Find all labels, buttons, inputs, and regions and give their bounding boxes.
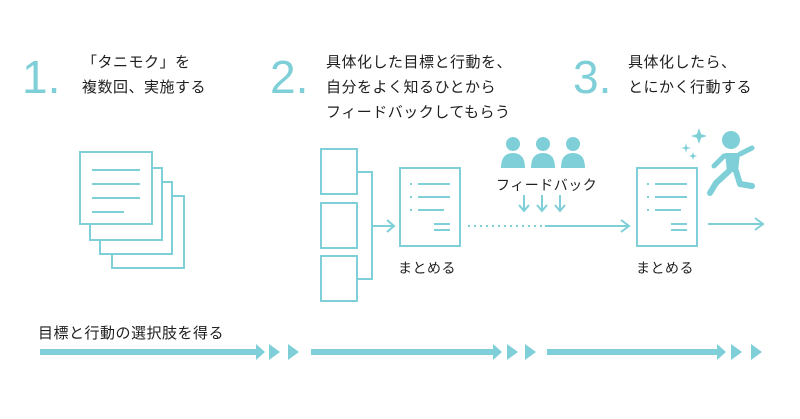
- summary-label-2: まとめる: [636, 261, 694, 277]
- running-person-icon: [707, 131, 755, 196]
- input-bracket: [358, 171, 373, 280]
- summary-document-1-lines: [410, 183, 450, 231]
- summary-document-1: [399, 167, 461, 247]
- progress-bar-1: [40, 349, 258, 355]
- feedback-down-arrows: [518, 195, 566, 213]
- step-1-number: 1.: [22, 51, 61, 103]
- progress-bar-2: [311, 349, 495, 355]
- step-1-line-1: 「タニモク」を: [82, 53, 191, 71]
- document-stack-icon: [79, 151, 185, 269]
- input-card-2: [320, 202, 358, 249]
- sparkle-icon: [681, 128, 707, 160]
- step-2-text: 具体化した目標と行動を、 自分をよく知るひとから フィードバックしてもらう: [326, 50, 512, 125]
- step-2-number: 2.: [270, 51, 309, 103]
- bottom-progress-arrows: [40, 344, 762, 360]
- document-stack-lines: [92, 169, 140, 213]
- step-1-line-2: 複数回、実施する: [82, 78, 207, 96]
- summary-label-1: まとめる: [398, 261, 456, 277]
- step-3-number: 3.: [573, 51, 612, 103]
- step-2-line-2: 自分をよく知るひとから: [326, 78, 497, 96]
- summary-document-2-lines: [647, 183, 687, 231]
- step-3-line-2: とにかく行動する: [628, 78, 753, 96]
- bottom-caption: 目標と行動の選択肢を得る: [38, 324, 225, 342]
- step-1-text: 「タニモク」を 複数回、実施する: [82, 50, 206, 100]
- input-card-1: [320, 148, 358, 195]
- step-2-line-3: フィードバックしてもらう: [326, 103, 511, 121]
- progress-bar-3: [547, 349, 719, 355]
- step-3-text: 具体化したら、 とにかく行動する: [628, 50, 752, 100]
- summary-document-2: [636, 167, 698, 247]
- step-2-line-1: 具体化した目標と行動を、: [326, 53, 513, 71]
- step-3-line-1: 具体化したら、: [628, 53, 737, 71]
- feedback-label: フィードバック: [496, 178, 598, 194]
- input-card-3: [320, 255, 358, 302]
- group-people-icon: [501, 137, 585, 168]
